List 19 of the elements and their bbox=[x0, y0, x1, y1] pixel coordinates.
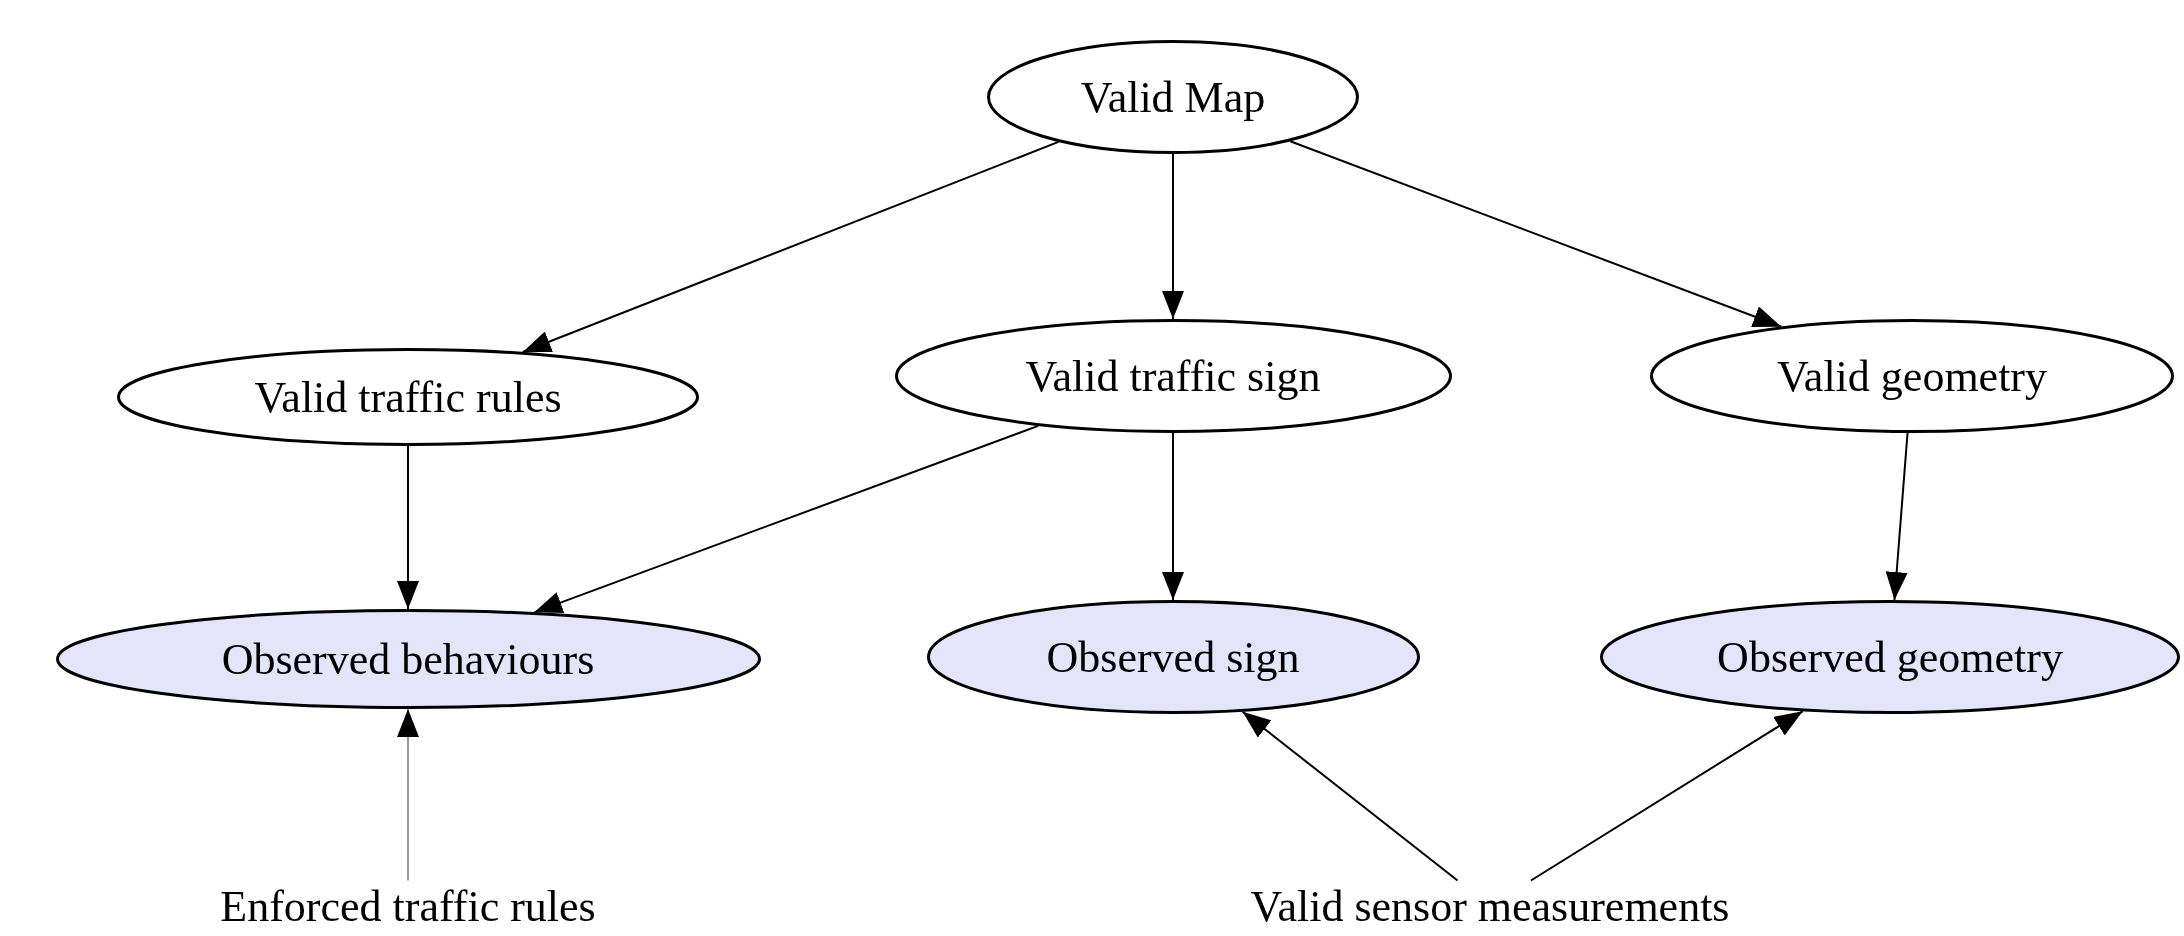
node-label: Enforced traffic rules bbox=[220, 880, 596, 932]
arrow bbox=[1162, 153, 1184, 320]
arrow bbox=[1885, 432, 1909, 601]
node-label: Valid Map bbox=[1080, 71, 1266, 123]
arrow bbox=[397, 445, 419, 610]
node-label: Observed geometry bbox=[1717, 631, 2063, 683]
arrow bbox=[533, 424, 1040, 614]
arrow bbox=[1162, 432, 1184, 601]
arrow bbox=[397, 708, 419, 882]
arrow bbox=[1241, 710, 1459, 882]
node-label: Observed sign bbox=[1046, 631, 1300, 683]
node-label: Valid geometry bbox=[1776, 350, 2047, 402]
node-label: Valid traffic sign bbox=[1025, 350, 1321, 402]
node-label: Observed behaviours bbox=[221, 633, 595, 685]
node-label: Valid traffic rules bbox=[254, 371, 562, 423]
arrow bbox=[521, 140, 1060, 353]
node-label: Valid sensor measurements bbox=[1250, 880, 1730, 932]
arrow bbox=[1289, 140, 1783, 328]
arrow bbox=[1529, 710, 1804, 882]
